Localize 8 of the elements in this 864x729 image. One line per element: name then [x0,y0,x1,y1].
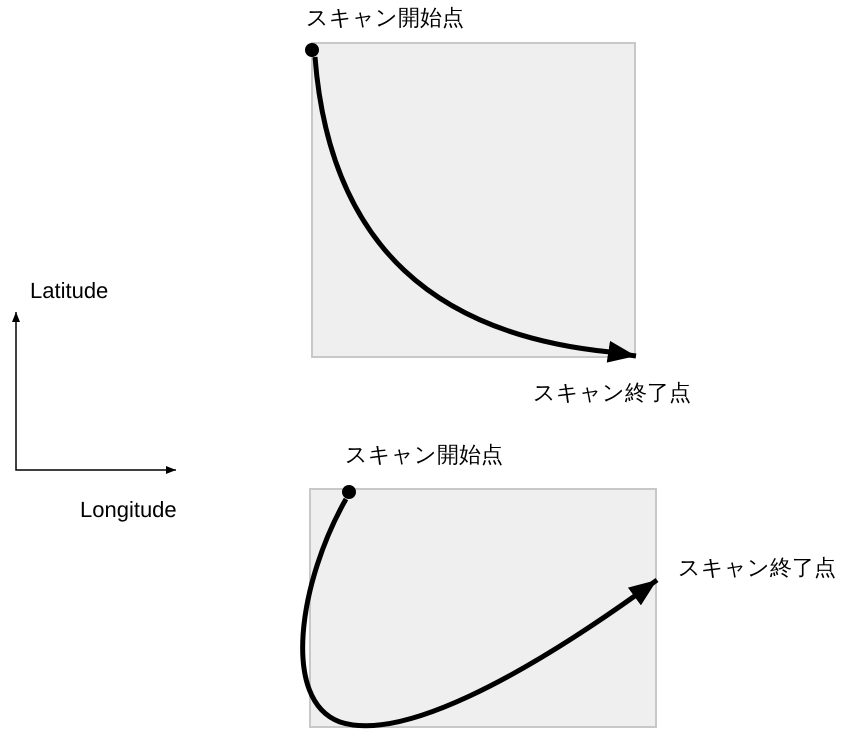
point-marker [305,43,319,57]
point-marker [342,485,356,499]
point-label: スキャン開始点 [345,441,503,469]
axis-label: Latitude [30,278,108,304]
point-label: スキャン終了点 [678,554,836,582]
point-label: スキャン開始点 [306,4,464,32]
point-label: スキャン終了点 [533,379,691,407]
axis-label: Longitude [80,497,177,523]
